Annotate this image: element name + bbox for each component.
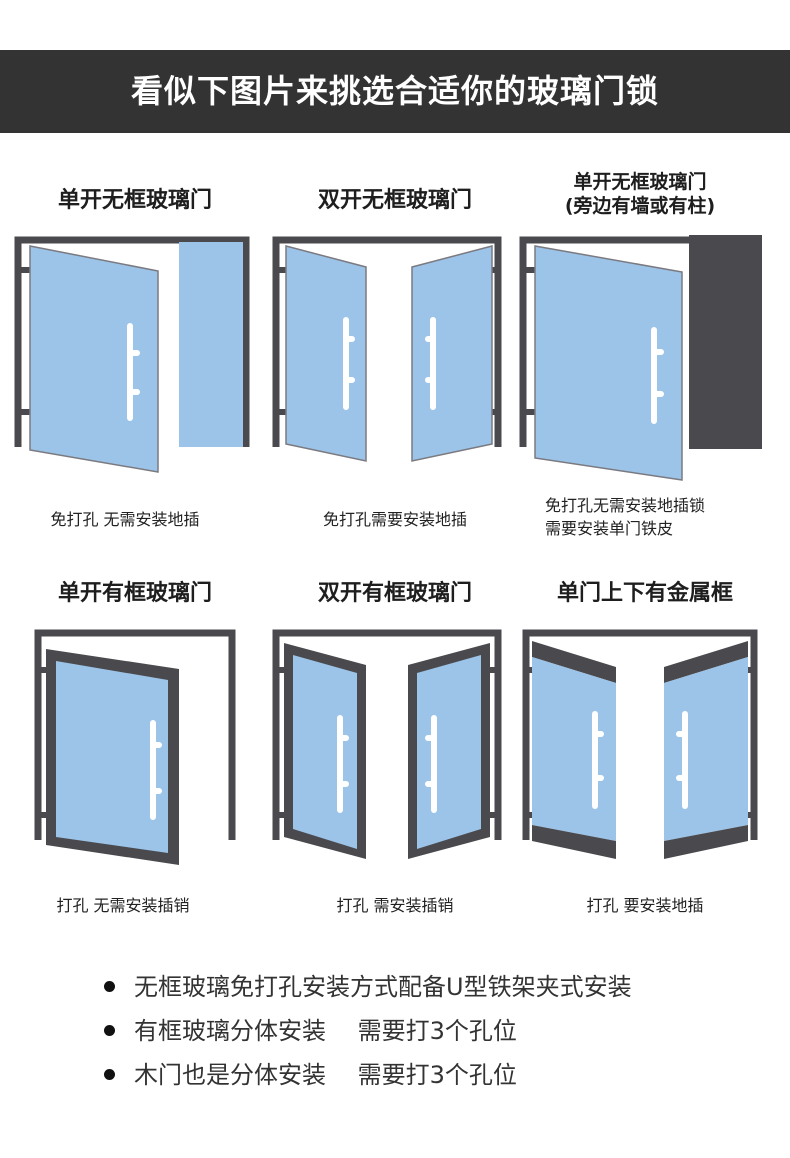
door-description: 打孔 需安装插销 [336,896,454,915]
door-description: 打孔 要安装地插 [586,896,704,915]
door-title: 单开无框玻璃门 [57,188,212,213]
single-frameless-door-illustration [14,236,250,473]
header-banner: 看似下图片来挑选合适你的玻璃门锁 [0,50,790,133]
bullet-icon [104,1069,115,1080]
page-title: 看似下图片来挑选合适你的玻璃门锁 [130,72,659,110]
door-title: 双开无框玻璃门 [317,188,472,213]
double-framed-door-illustration [272,629,502,859]
metal-frame-door-illustration [522,629,758,859]
single-frameless-wall-door-illustration [519,235,762,481]
double-frameless-door-illustration [272,236,502,462]
door-title: 单开无框玻璃门 (旁边有墙或有柱) [564,171,716,217]
door-description: 免打孔 无需安装地插 [50,510,200,529]
single-framed-door-illustration [34,629,236,865]
door-description: 免打孔无需安装地插锁 需要安装单门铁皮 [545,496,706,538]
bullet-icon [104,1025,115,1036]
installation-notes: 无框玻璃免打孔安装方式配备U型铁架夹式安装 有框玻璃分体安装 需要打3个孔位 木… [100,965,740,1097]
door-title: 单门上下有金属框 [556,581,733,606]
door-title: 单开有框玻璃门 [57,581,212,606]
list-item: 无框玻璃免打孔安装方式配备U型铁架夹式安装 [100,965,740,1009]
door-title: 双开有框玻璃门 [317,581,472,606]
door-description: 打孔 无需安装插销 [56,896,190,915]
door-description: 免打孔需要安装地插 [322,510,467,529]
bullet-icon [104,981,115,992]
list-item: 有框玻璃分体安装 需要打3个孔位 [100,1009,740,1053]
list-item: 木门也是分体安装 需要打3个孔位 [100,1053,740,1097]
